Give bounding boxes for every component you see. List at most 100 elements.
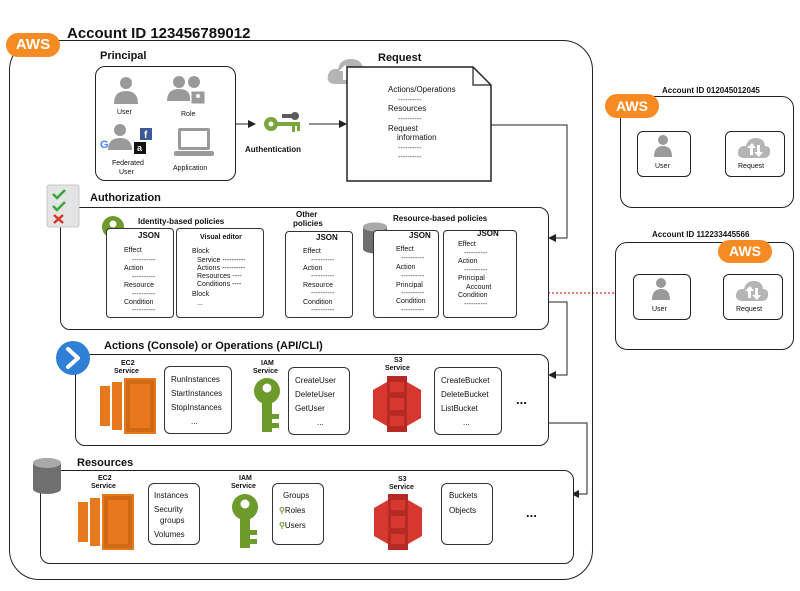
visual-resources-label: Resources [197,273,231,280]
other-json-label: JSON [316,233,338,242]
resources-ec2-label-2: Service [91,483,116,490]
principal-user-label: User [117,109,132,116]
actions-iam-label-2: Service [253,368,278,375]
other-condition: Condition [303,299,333,306]
actions-ec2-item: RunInstances [171,375,220,384]
visual-block-2: Block [192,291,210,298]
aws-badge-main: AWS [6,33,60,57]
resource1-action: Action [396,264,416,271]
checklist-icon [46,184,80,228]
identity-dash-1: ---------- [132,257,156,264]
other-dash-1: ---------- [311,257,335,264]
visual-service-label: Service [197,257,221,264]
identity-json-document [106,228,174,318]
resources-more-ellipsis: ... [526,505,537,520]
principal-federated-label-2: User [119,169,134,176]
request-document [346,66,492,182]
account2-user-label: User [655,163,670,170]
actions-ec2-list: RunInstances StartInstances StopInstance… [164,366,232,434]
actions-ec2-item: ... [191,417,198,426]
resource2-account: Account [466,284,492,291]
other-dash-3: ---------- [311,290,335,297]
request-dash-3: ---------- [398,145,422,152]
actions-ec2-label-2: Service [114,368,139,375]
resources-ec2-item: Volumes [154,530,185,539]
actions-iam-item: ... [317,418,324,427]
actions-s3-item: ListBucket [441,404,478,413]
resource1-dash-4: ---------- [401,307,425,314]
actions-s3-list: CreateBucket DeleteBucket ListBucket ... [434,367,502,435]
resource1-condition: Condition [396,298,426,305]
account2-cloud-icon [737,138,771,158]
key-icon [264,112,300,132]
actions-iam-item: CreateUser [295,376,336,385]
actions-iam-item: DeleteUser [295,390,336,399]
principal-role-label: Role [181,111,196,118]
resource2-action: Action [458,258,478,265]
account3-request-label: Request [736,306,763,313]
svg-text:a: a [137,143,143,153]
resources-iam-item: Users [284,521,306,530]
identity-effect: Effect [124,247,142,254]
principal-box [95,66,236,181]
resource2-dash-3: ---------- [464,301,488,308]
request-dash-4: ---------- [398,154,422,161]
resource-json-label-2: JSON [477,229,499,238]
visual-service-dash: ---------- [222,257,246,264]
visual-ellipsis: ... [197,300,203,307]
aws-badge-account3: AWS [718,240,772,263]
resources-iam-users: ⚲Users [279,518,317,533]
application-icon [174,128,214,156]
resource2-condition: Condition [458,292,488,299]
s3-resource-icon [374,494,422,550]
request-dash-2: ---------- [398,116,422,123]
visual-editor-document [176,228,264,318]
resources-iam-item: Roles [284,506,306,515]
users-key-icon: ⚲ [279,521,285,530]
resource2-effect: Effect [458,241,476,248]
resource2-dash-2: ---------- [464,267,488,274]
main-account-boundary [9,40,593,580]
account3-user-icon [652,278,670,300]
visual-editor-label: Visual editor [200,234,242,241]
roles-key-icon: ⚲ [279,506,285,515]
actions-s3-item: DeleteBucket [441,390,489,399]
request-resources: Resources [388,104,427,113]
resources-iam-label-1: IAM [239,475,252,482]
database-icon-resources [33,458,61,494]
resources-title: Resources [77,457,134,469]
other-policies-label-2: policies [293,219,323,228]
authorization-title: Authorization [90,192,161,204]
principal-federated-label-1: Federated [112,160,144,167]
other-policies-label-1: Other [296,210,318,219]
main-account-title: Account ID 123456789012 [67,25,251,42]
resource1-principal: Principal [396,282,423,289]
resources-ec2-list: Instances Security groups Volumes [148,483,200,545]
iam-resource-key-icon [232,494,258,548]
visual-block-1: Block [192,248,210,255]
resource1-dash-2: ---------- [401,273,425,280]
account2-request-label: Request [738,163,765,170]
other-json-document [285,231,353,318]
request-actions-operations: Actions/Operations [388,85,456,94]
visual-actions-label: Actions [197,265,220,272]
authentication-label: Authentication [245,145,301,154]
visual-actions: Actions ---------- [197,264,245,273]
resource-json-document-1 [373,230,439,318]
visual-resources: Resources ---- [197,272,242,281]
resource1-dash-3: ---------- [401,290,425,297]
resource1-effect: Effect [396,246,414,253]
principal-title: Principal [100,50,147,62]
request-info-1: Request [388,124,418,133]
actions-title: Actions (Console) or Operations (API/CLI… [104,340,323,352]
role-icon [167,76,206,105]
account2-title: Account ID 012045012045 [662,86,760,95]
resources-s3-label-1: S3 [398,476,407,483]
account3-cloud-icon [735,281,769,301]
other-action: Action [303,265,323,272]
other-dash-4: ---------- [311,307,335,314]
ec2-service-icon [100,378,156,434]
identity-dash-4: ---------- [132,307,156,314]
identity-resource: Resource [124,282,154,289]
resources-iam-list: Groups ⚲Roles ⚲Users [272,483,324,545]
